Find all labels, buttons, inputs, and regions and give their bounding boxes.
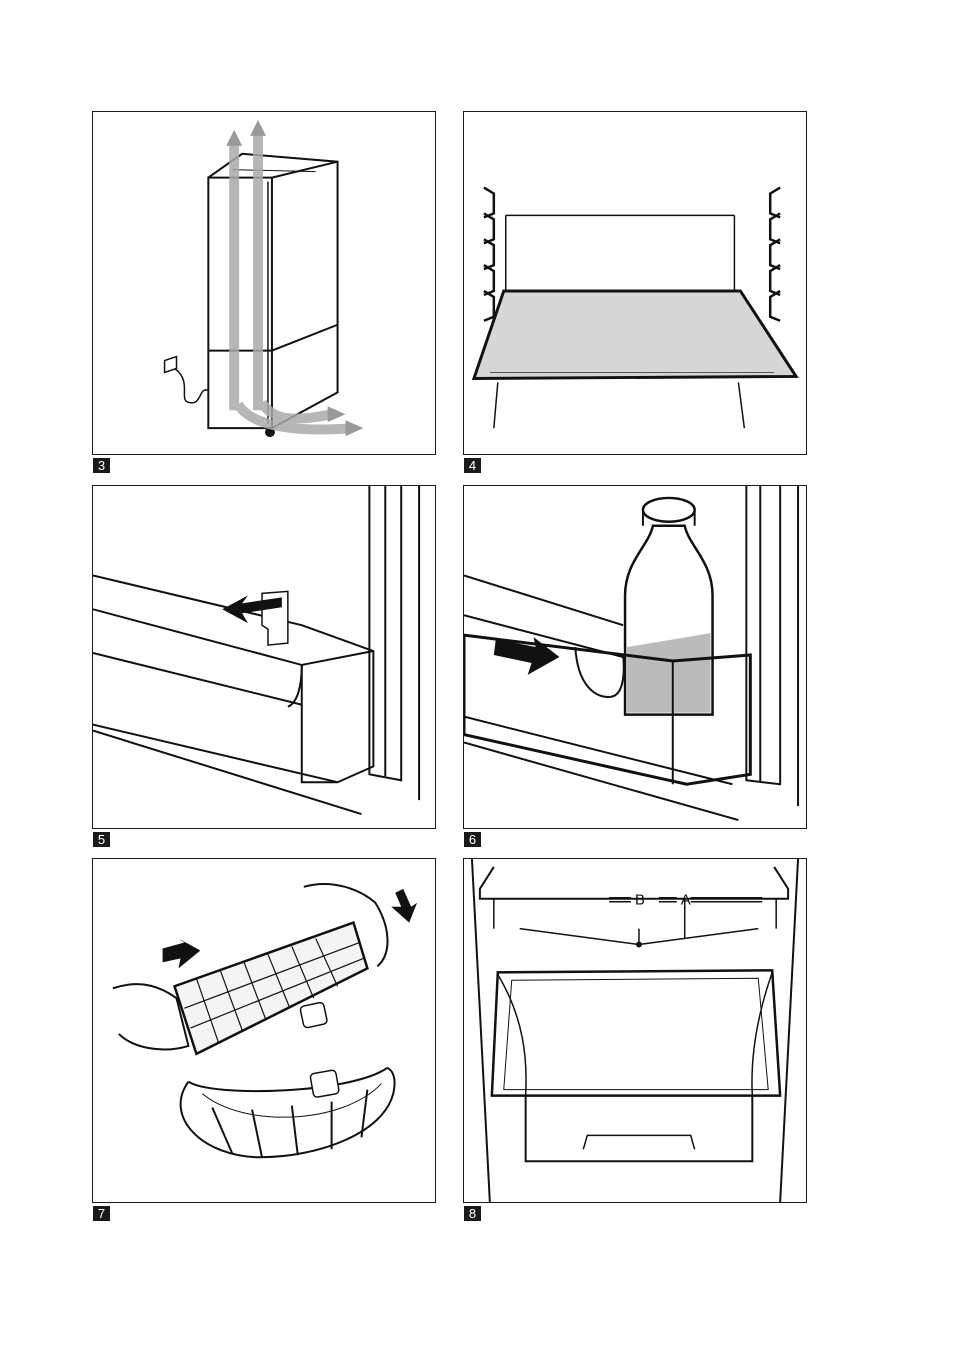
figure-number: 3 (93, 458, 110, 473)
door-shelf-removal-illustration (93, 486, 435, 828)
figure-5-panel (92, 485, 436, 829)
glass-shelf-illustration (464, 112, 806, 454)
label-a: A (681, 893, 691, 909)
figure-number: 7 (93, 1206, 110, 1221)
figure-4-panel (463, 111, 807, 455)
figure-number: 6 (464, 832, 481, 847)
figure-6-panel (463, 485, 807, 829)
figure-number: 4 (464, 458, 481, 473)
figure-8-panel: B A (463, 858, 807, 1203)
figure-number: 8 (464, 1206, 481, 1221)
bottle-holder-illustration (464, 486, 806, 828)
fridge-airflow-illustration (93, 112, 435, 454)
figure-3-panel (92, 111, 436, 455)
label-b: B (635, 893, 645, 909)
figure-number: 5 (93, 832, 110, 847)
ice-cube-tray-illustration (93, 859, 435, 1202)
figure-7-panel (92, 858, 436, 1203)
freezer-drawer-illustration: B A (464, 859, 806, 1202)
